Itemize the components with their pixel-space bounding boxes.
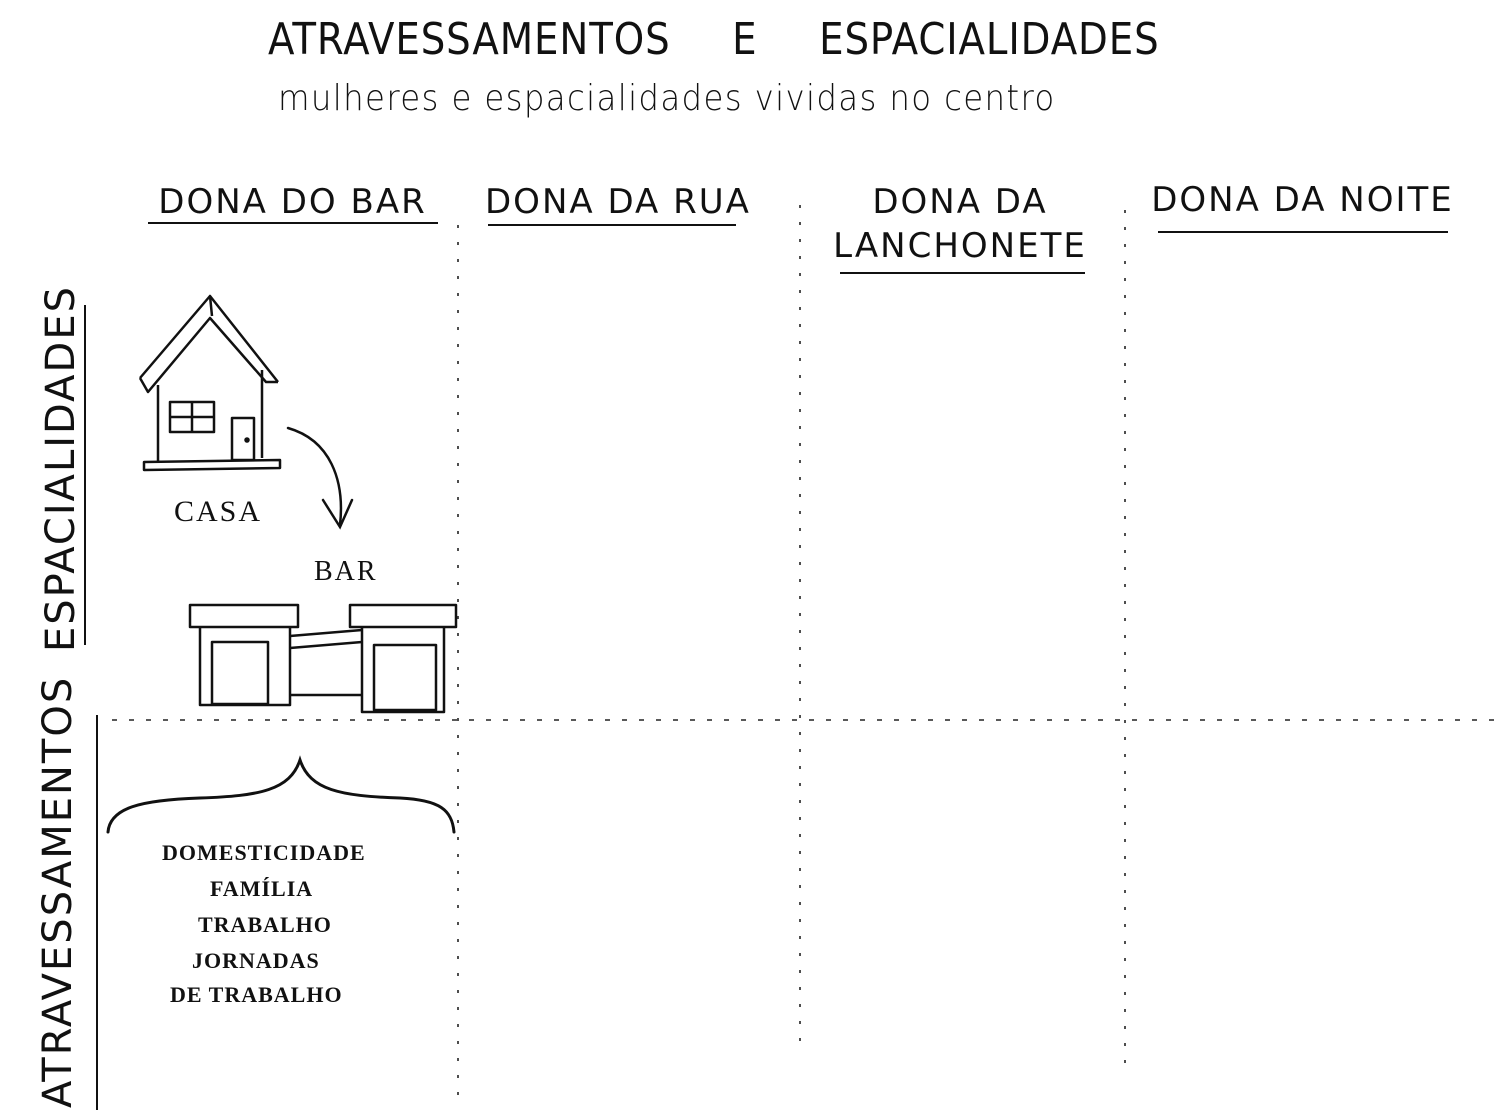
column-header-dona-da-noite: DONA DA NOITE: [1150, 178, 1455, 222]
arrow-icon: [286, 426, 354, 530]
list-item: FAMÍLIA: [210, 876, 314, 901]
page-title: ATRAVESSAMENTOS E ESPACIALIDADES: [268, 14, 1160, 65]
title-word-espacialidades: ESPACIALIDADES: [819, 14, 1160, 65]
column-header-line: DONA DA NOITE: [1151, 180, 1454, 220]
list-item: DE TRABALHO: [170, 982, 343, 1007]
bar-building-icon: [188, 603, 458, 714]
column-header-dona-da-rua: DONA DA RUA: [485, 180, 750, 224]
row-bracket-espacialidades: [84, 305, 86, 645]
title-word-atravessamentos: ATRAVESSAMENTOS: [268, 14, 671, 65]
column-header-line-2: LANCHONETE: [833, 226, 1087, 266]
column-header-line: DONA DA: [872, 182, 1048, 222]
curly-brace-icon: [106, 755, 456, 834]
column-underline: [488, 224, 736, 226]
column-underline: [1158, 231, 1448, 233]
house-label: CASA: [174, 495, 263, 528]
column-underline: [148, 222, 438, 224]
column-header-dona-da-lanchonete: DONA DA LANCHONETE: [830, 180, 1090, 268]
list-item: TRABALHO: [198, 912, 332, 937]
page-subtitle: mulheres e espacialidades vividas no cen…: [278, 78, 1056, 119]
row-bracket-atravessamentos: [96, 715, 98, 1110]
column-header-line: DONA DO BAR: [158, 182, 427, 222]
column-header-line: DONA DA RUA: [485, 182, 751, 222]
list-item: JORNADAS: [192, 948, 320, 973]
column-underline: [840, 272, 1085, 274]
list-item: DOMESTICIDADE: [162, 840, 366, 865]
title-word-e: E: [732, 14, 758, 65]
house-icon: [138, 294, 282, 472]
column-header-dona-do-bar: DONA DO BAR: [145, 180, 440, 224]
bar-label: BAR: [314, 556, 378, 587]
